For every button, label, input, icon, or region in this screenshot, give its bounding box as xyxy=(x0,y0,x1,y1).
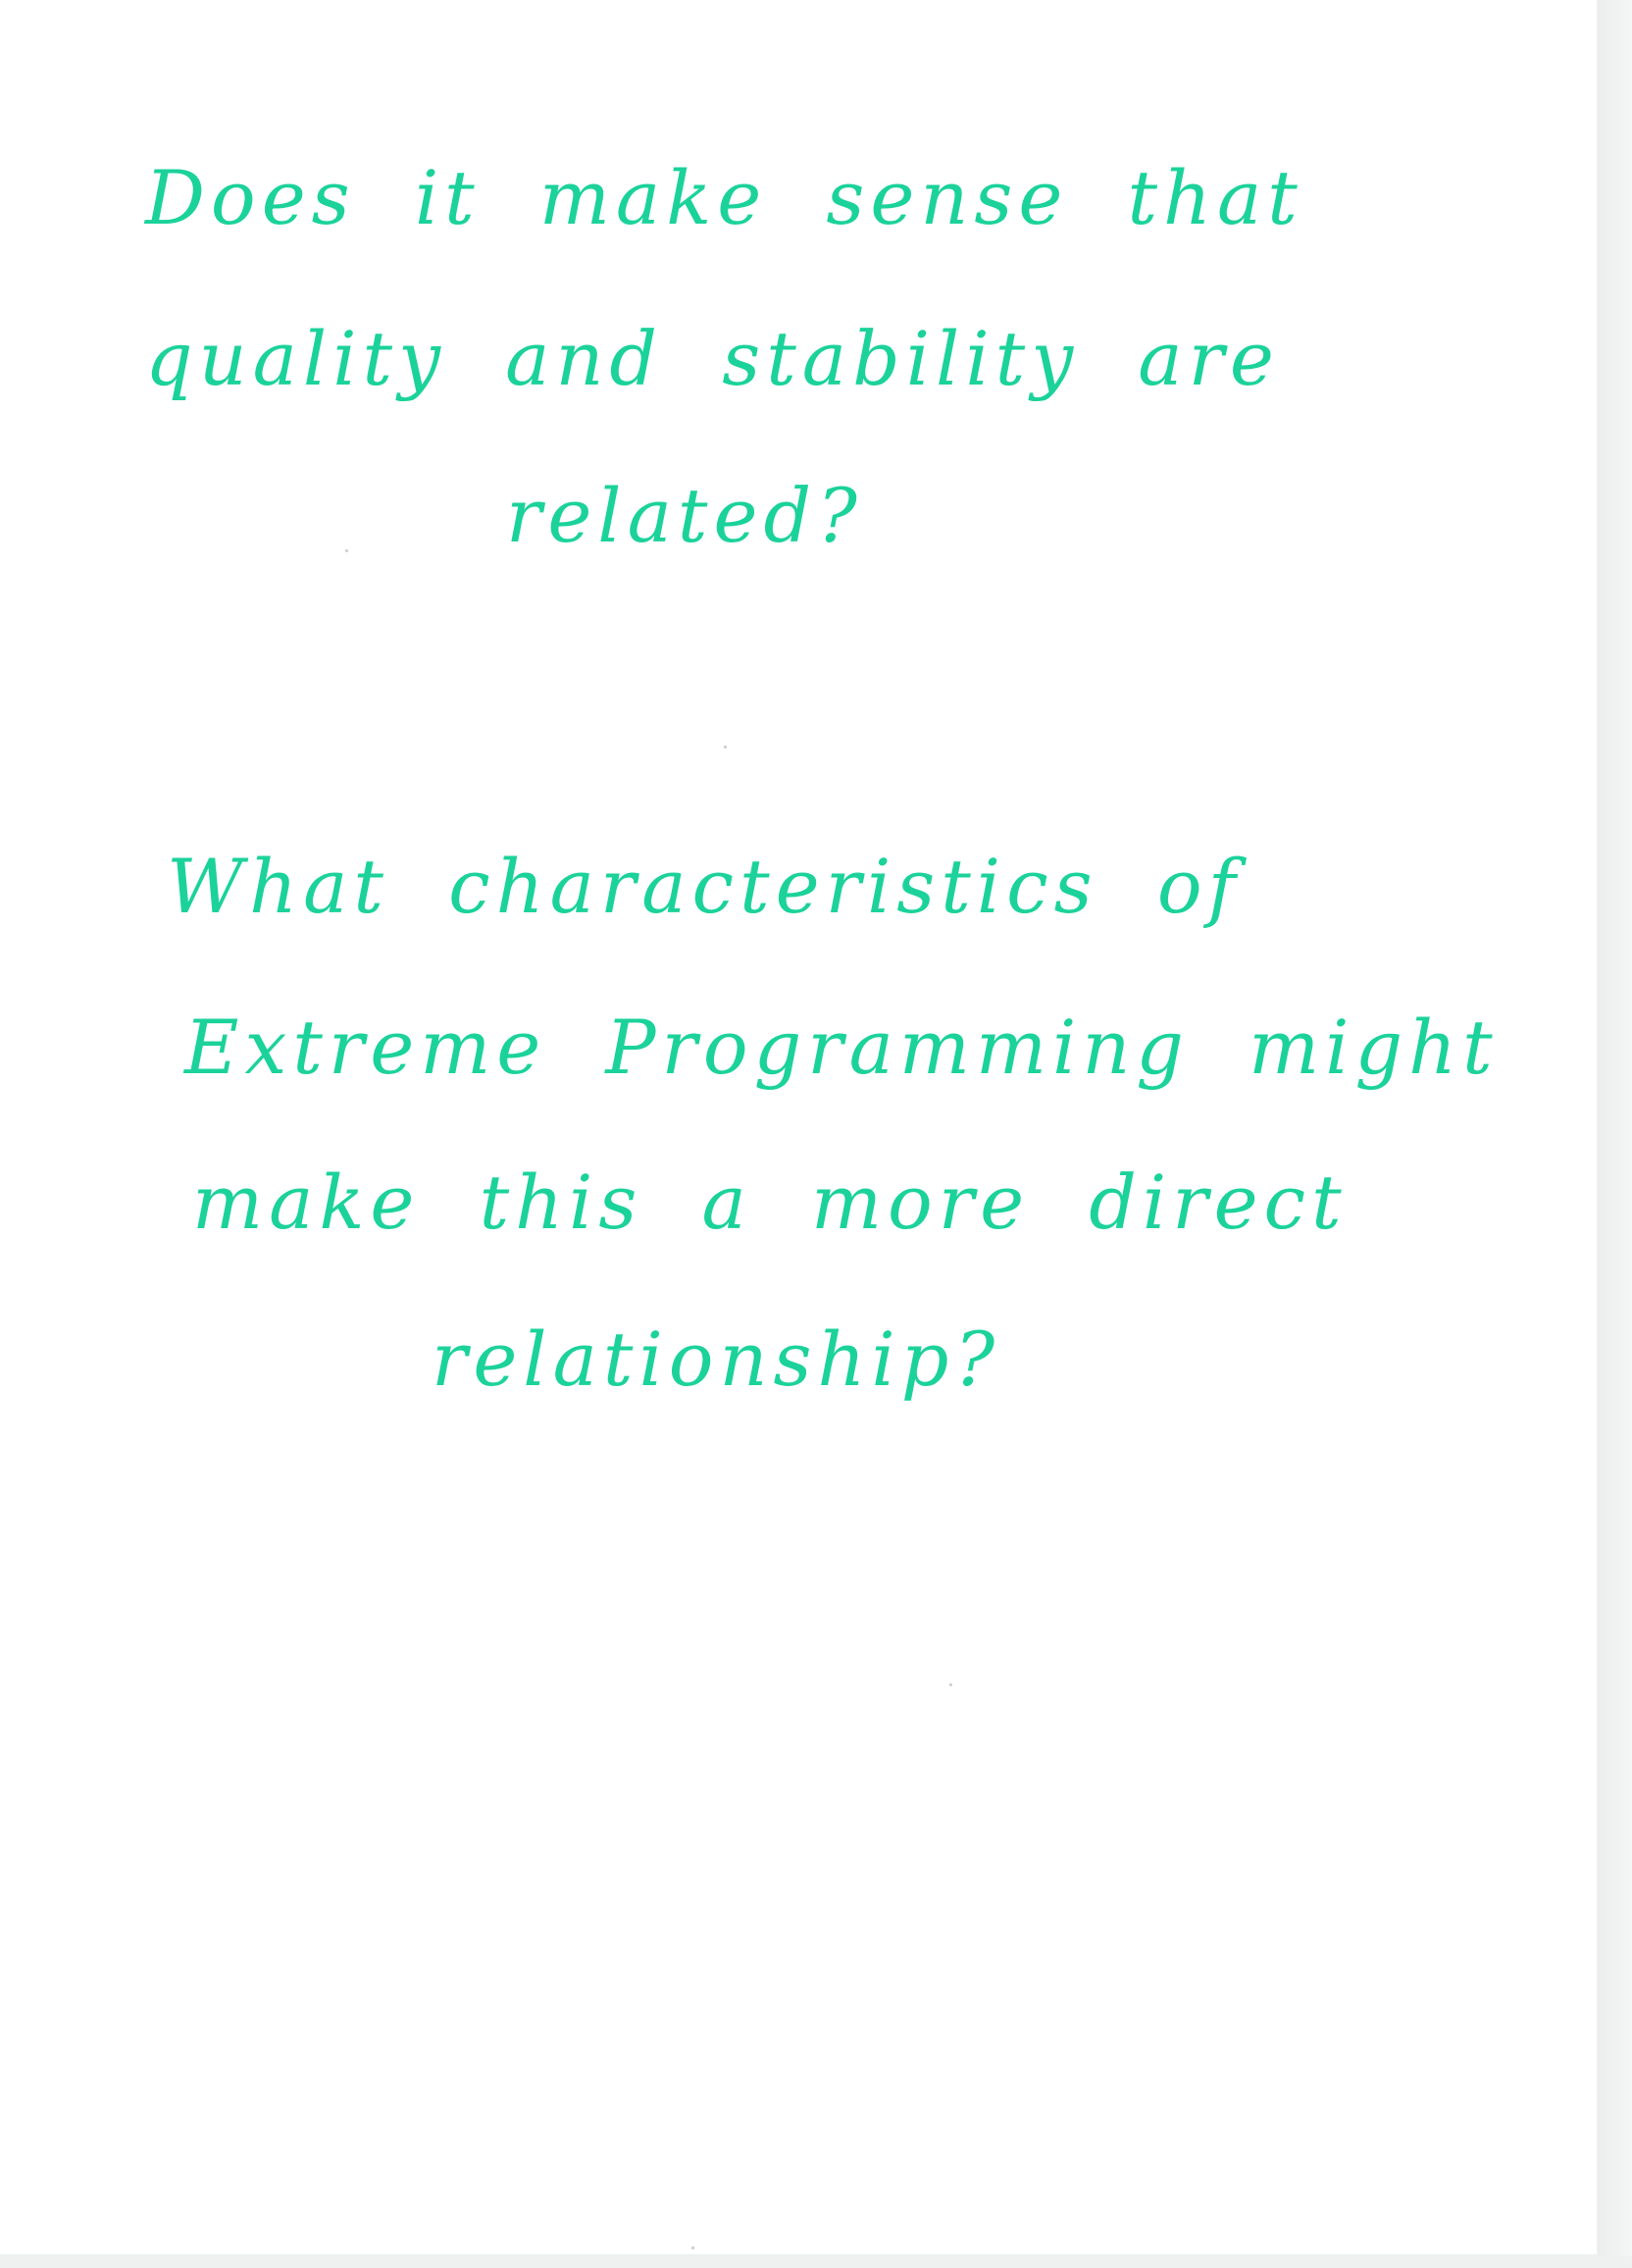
question-1-line-1: Does it make sense that xyxy=(145,154,1303,241)
scan-edge-bottom xyxy=(0,2256,1632,2268)
scan-speck xyxy=(724,746,727,748)
scan-edge-right xyxy=(1599,0,1632,2268)
scanned-page: Does it make sense that quality and stab… xyxy=(145,154,1499,2249)
question-2-line-1: What characteristics of xyxy=(167,843,1242,930)
question-2-line-2: Extreme Programming might xyxy=(184,1004,1499,1091)
question-2-line-3: make this a more direct xyxy=(192,1159,1348,1246)
question-1-line-3: related? xyxy=(506,472,863,559)
scan-speck xyxy=(949,1683,952,1686)
question-2-line-4: relationship? xyxy=(432,1315,1001,1403)
question-1-line-2: quality and stability are xyxy=(145,315,1280,402)
scan-speck xyxy=(345,549,348,552)
scan-speck xyxy=(691,2246,694,2249)
